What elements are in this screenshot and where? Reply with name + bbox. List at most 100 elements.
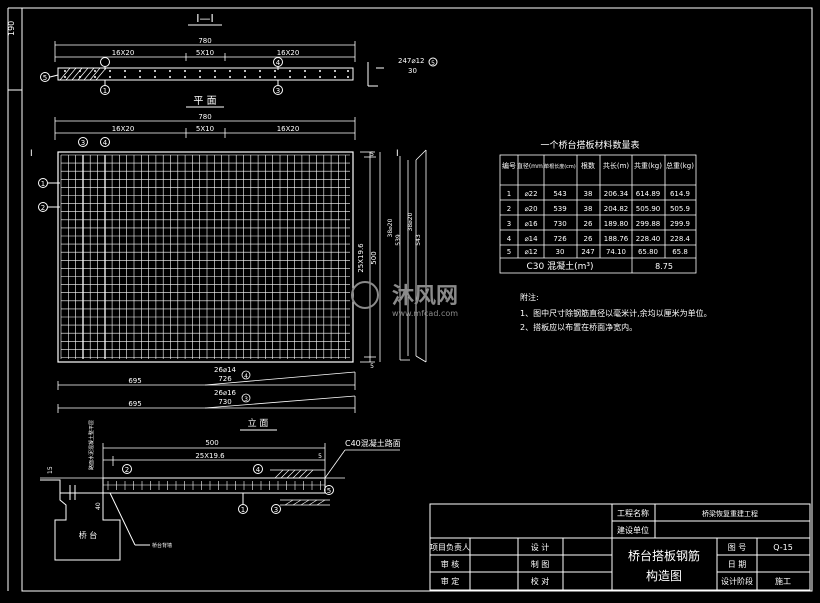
table-cell: 614.9	[670, 190, 690, 198]
table-cell: 65.80	[638, 248, 658, 256]
section-mark-a: 5	[43, 74, 47, 82]
table-header-6: 总重(kg)	[666, 161, 694, 170]
tb-drawing-title-2: 构造图	[646, 568, 682, 583]
table-concrete-value: 8.75	[655, 262, 673, 271]
notes-item-1: 1、图中尺寸除钢筋直径以毫米计,余均以厘米为单位。	[520, 308, 712, 318]
section-mid-dim: 5X10	[196, 49, 214, 57]
table-cell: 543	[553, 190, 566, 198]
tb-project-name-label: 工程名称	[617, 508, 649, 518]
tb-phase-value: 施工	[775, 576, 791, 586]
table-cell: 614.89	[636, 190, 661, 198]
table-header-4: 共长(m)	[603, 161, 630, 170]
elevation-backwall-label: 桥台背墙	[152, 542, 172, 549]
section-hatch	[59, 67, 107, 81]
elevation-hatch	[274, 469, 326, 506]
section-total-dim: 780	[198, 37, 211, 45]
table-cell: 730	[553, 220, 566, 228]
notes-heading: 附注:	[520, 292, 539, 302]
tb-number-label: 图 号	[728, 543, 747, 552]
table-header-5: 共重(kg)	[634, 161, 662, 170]
plan-vertical-dims	[360, 149, 427, 363]
tb-date-label: 日 期	[728, 560, 747, 569]
plan-title: 平 面	[193, 96, 216, 107]
plan-v-side-c: 38⌀20	[407, 212, 414, 231]
plan-total-dim: 780	[198, 113, 211, 121]
table-title: 一个桥台搭板材料数量表	[540, 139, 639, 151]
plan-bottom-sub-2: 730	[218, 398, 231, 406]
plan-v-dim-total: 500	[370, 251, 378, 264]
table-cell: 74.10	[606, 248, 626, 256]
section-anchor-detail	[367, 57, 438, 87]
tb-phase-label: 设计阶段	[721, 576, 753, 586]
table-cell: 4	[507, 235, 512, 243]
table-header-1: 直径(mm)	[517, 162, 545, 170]
table-cell: 2	[507, 205, 511, 213]
plan-v-dim-inner: 25X19.6	[357, 243, 365, 273]
elevation-rebar-ticks	[103, 481, 325, 490]
elevation-edge-dim: 5	[318, 453, 322, 460]
elevation-mark-2: 2	[125, 466, 129, 474]
table-cell: 299.9	[670, 220, 690, 228]
plan-dimension-lines	[54, 117, 356, 140]
table-cell: 1	[507, 190, 511, 198]
plan-mark-1: 1	[41, 180, 45, 188]
elevation-title: 立 面	[248, 417, 269, 429]
section-callouts	[40, 57, 283, 95]
table-cell: 726	[553, 235, 567, 243]
plan-v-side-d: 543	[415, 234, 422, 246]
table-cell: 539	[553, 205, 566, 213]
table-cell: 26	[584, 235, 593, 243]
table-header-0: 编号	[502, 161, 516, 170]
table-cell: ⌀16	[524, 220, 538, 228]
plan-mark-4: 4	[103, 139, 108, 147]
plan-v-small-bottom: 5	[370, 363, 374, 370]
plan-rebar-grid	[60, 154, 350, 359]
elevation-mark-3: 3	[274, 506, 278, 514]
plan-left-dim: 16X20	[112, 125, 135, 133]
plan-v-small-top: 5	[370, 151, 374, 158]
plan-right-dim: 16X20	[277, 125, 300, 133]
table-cell: 206.34	[604, 190, 629, 198]
plan-cut-mark-left: I	[30, 149, 33, 159]
section-anchor-length: 30	[408, 67, 417, 75]
tb-unit-label: 建设单位	[617, 525, 649, 535]
elevation-pavement	[40, 449, 400, 506]
elevation-dims	[102, 443, 326, 478]
plan-mid-dim: 5X10	[196, 125, 214, 133]
elevation-abutment	[40, 479, 150, 561]
elevation-view: 立 面 500 25X19.6 5	[40, 417, 401, 561]
plan-view: 平 面 780 16X20 5X10 16X20 I I 3 4 1 2	[30, 96, 427, 413]
plan-mark-2: 2	[41, 204, 45, 212]
table-cell: 505.9	[670, 205, 690, 213]
frame-corner-text: 190	[7, 21, 16, 36]
section-mark-b: 1	[103, 87, 107, 95]
tb-draw-label: 制 图	[531, 559, 550, 569]
elevation-slab	[102, 477, 326, 494]
material-table: 一个桥台搭板材料数量表 编号 直径(mm) 单根长度(cm) 根数 共长(m) …	[499, 139, 697, 274]
section-anchor-rebar: 247⌀12	[398, 57, 424, 65]
table-cell: ⌀22	[524, 190, 537, 198]
plan-bottom-sub-1: 726	[218, 375, 232, 383]
elevation-callouts	[122, 464, 334, 514]
plan-mark-3: 3	[81, 139, 85, 147]
elevation-mark-4: 4	[256, 466, 261, 474]
table-cell: 38	[584, 190, 593, 198]
section-rebar-dots	[64, 70, 349, 78]
table-cell: 3	[507, 220, 511, 228]
table-cell: 5	[507, 248, 511, 256]
table-cell: 228.4	[670, 235, 691, 243]
table-cell: 228.40	[636, 235, 661, 243]
notes: 附注: 1、图中尺寸除钢筋直径以毫米计,余均以厘米为单位。 2、搭板应以布置在桥…	[520, 292, 712, 332]
table-cell: 247	[581, 248, 594, 256]
plan-callouts	[38, 137, 110, 212]
tb-review-label: 校 对	[531, 576, 550, 586]
tb-approve-label: 审 定	[441, 576, 460, 586]
watermark-text: 沐风网	[392, 284, 458, 309]
plan-bottom-dims	[57, 370, 356, 413]
section-slab	[57, 67, 354, 81]
watermark: 沐风网 www.mfcad.com	[351, 281, 458, 318]
table-cell: ⌀20	[524, 205, 537, 213]
